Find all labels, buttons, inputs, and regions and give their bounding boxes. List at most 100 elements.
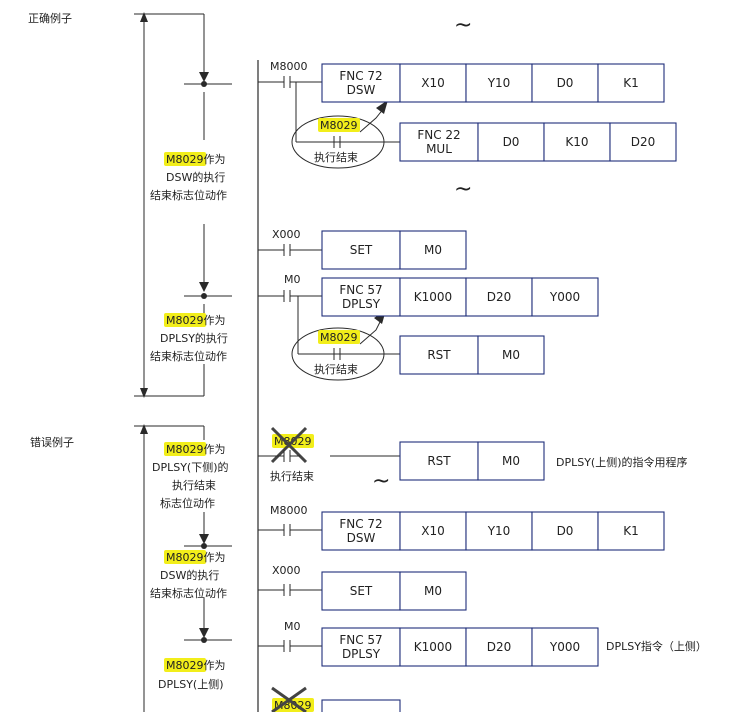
instruction-box-label: SET xyxy=(350,584,373,598)
instruction-box-label: FNC 22 xyxy=(417,128,460,142)
tilde-3: ~ xyxy=(372,469,390,494)
svg-text:M8029作为: M8029作为 xyxy=(166,551,226,564)
instruction-box: K1000 xyxy=(399,627,467,667)
instruction-box-label: Y000 xyxy=(549,640,580,654)
instruction-box: D20 xyxy=(465,627,533,667)
instruction-box: K1 xyxy=(597,511,665,551)
instruction-box: Y000 xyxy=(531,277,599,317)
section-correct-label: 正确例子 xyxy=(28,12,72,25)
instruction-box-label: DSW xyxy=(347,531,376,545)
svg-text:M8029: M8029 xyxy=(320,119,358,132)
svg-text:M8000: M8000 xyxy=(270,504,308,517)
instruction-box-label: RST xyxy=(427,454,451,468)
instruction-box: M0 xyxy=(399,230,467,270)
instruction-box-label: D20 xyxy=(487,290,512,304)
tilde-2: ~ xyxy=(454,177,472,202)
svg-text:DPLSY(上侧)的指令用程序: DPLSY(上侧)的指令用程序 xyxy=(556,455,688,469)
svg-text:M8000: M8000 xyxy=(270,60,308,73)
timeline-wrong-arrows xyxy=(140,424,209,643)
svg-text:DPLSY的执行: DPLSY的执行 xyxy=(160,331,228,345)
instruction-box: M0 xyxy=(477,441,545,481)
svg-text:执行结束: 执行结束 xyxy=(314,150,358,164)
note-wrong-3: M8029作为 DPLSY(上侧) xyxy=(158,658,226,691)
svg-text:M0: M0 xyxy=(284,273,301,286)
svg-text:DPLSY(下侧)的: DPLSY(下侧)的 xyxy=(152,460,229,474)
instruction-box-label: D20 xyxy=(487,640,512,654)
rung-correct-3: M0 xyxy=(258,273,400,355)
rung-wrong-3: M0 DPLSY指令（上侧） xyxy=(258,620,707,653)
note-correct-2: M8029作为 DPLSY的执行 结束标志位动作 xyxy=(150,313,228,363)
rung-wrong-1: M8000 xyxy=(258,504,322,536)
note-wrong-2: M8029作为 DSW的执行 结束标志位动作 xyxy=(150,550,227,600)
timeline-correct xyxy=(134,13,232,397)
instruction-box-label: Y10 xyxy=(487,524,511,538)
instruction-box-label: X10 xyxy=(421,76,445,90)
timeline-correct-arrows xyxy=(140,12,209,398)
svg-text:结束标志位动作: 结束标志位动作 xyxy=(150,586,227,600)
instruction-box-label: D0 xyxy=(557,76,574,90)
instruction-box: RST xyxy=(399,441,479,481)
instruction-box: D20 xyxy=(609,122,677,162)
instruction-box: X10 xyxy=(399,63,467,103)
rung-wrong-0: M8029 执行结束 DPLSY(上侧)的指令用程序 xyxy=(258,426,688,483)
instruction-box: M0 xyxy=(399,571,467,611)
instruction-box-label: M0 xyxy=(502,454,520,468)
svg-text:执行结束: 执行结束 xyxy=(314,362,358,376)
instruction-box-label: DSW xyxy=(347,83,376,97)
instruction-box-label: Y000 xyxy=(549,290,580,304)
instruction-box: M0 xyxy=(477,335,545,375)
instruction-box-label: SET xyxy=(350,243,373,257)
svg-text:M8029作为: M8029作为 xyxy=(166,153,226,166)
rung-wrong-2: X000 xyxy=(258,564,322,596)
instruction-box: D0 xyxy=(477,122,545,162)
instruction-box: Y10 xyxy=(465,63,533,103)
instruction-box-label: M0 xyxy=(502,348,520,362)
instruction-box: X10 xyxy=(399,511,467,551)
svg-text:M8029作为: M8029作为 xyxy=(166,443,226,456)
instruction-box-label: K1000 xyxy=(414,290,452,304)
svg-text:执行结束: 执行结束 xyxy=(172,478,216,492)
instruction-box-label: K10 xyxy=(565,135,588,149)
svg-text:DPLSY(上侧): DPLSY(上侧) xyxy=(158,678,224,691)
instruction-box: D0 xyxy=(531,63,599,103)
instruction-box-label: X10 xyxy=(421,524,445,538)
instruction-box-label: DPLSY xyxy=(342,297,381,311)
instruction-box-label: Y10 xyxy=(487,76,511,90)
instruction-box-label: FNC 72 xyxy=(339,517,382,531)
svg-text:M8029作为: M8029作为 xyxy=(166,659,226,672)
svg-text:M0: M0 xyxy=(284,620,301,633)
instruction-box-label: D20 xyxy=(631,135,656,149)
instruction-box-label: K1000 xyxy=(414,640,452,654)
instruction-box-label: FNC 57 xyxy=(339,633,382,647)
rung-correct-3b: M8029 执行结束 xyxy=(291,310,386,381)
instruction-box: Y10 xyxy=(465,511,533,551)
svg-text:M8029: M8029 xyxy=(320,331,358,344)
instruction-box-label: RST xyxy=(427,348,451,362)
svg-text:标志位动作: 标志位动作 xyxy=(160,496,215,510)
svg-text:M8029作为: M8029作为 xyxy=(166,314,226,327)
instruction-box: FNC 22 xyxy=(321,699,401,712)
instruction-box-label: FNC 72 xyxy=(339,69,382,83)
rung-wrong-4: M8029 xyxy=(271,686,314,712)
instruction-box-label: M0 xyxy=(424,243,442,257)
rung-correct-1b: M8029 执行结束 xyxy=(291,100,388,169)
rung-correct-2: X000 xyxy=(258,228,322,256)
svg-text:DPLSY指令（上侧）: DPLSY指令（上侧） xyxy=(606,639,707,653)
instruction-box: Y000 xyxy=(531,627,599,667)
instruction-box: SET xyxy=(321,571,401,611)
instruction-box-label: FNC 57 xyxy=(339,283,382,297)
instruction-box-label: M0 xyxy=(424,584,442,598)
svg-text:DSW的执行: DSW的执行 xyxy=(160,568,219,582)
svg-text:X000: X000 xyxy=(272,228,301,241)
svg-text:结束标志位动作: 结束标志位动作 xyxy=(150,349,227,363)
note-wrong-1: M8029作为 DPLSY(下侧)的 执行结束 标志位动作 xyxy=(152,442,229,510)
instruction-box: K10 xyxy=(543,122,611,162)
